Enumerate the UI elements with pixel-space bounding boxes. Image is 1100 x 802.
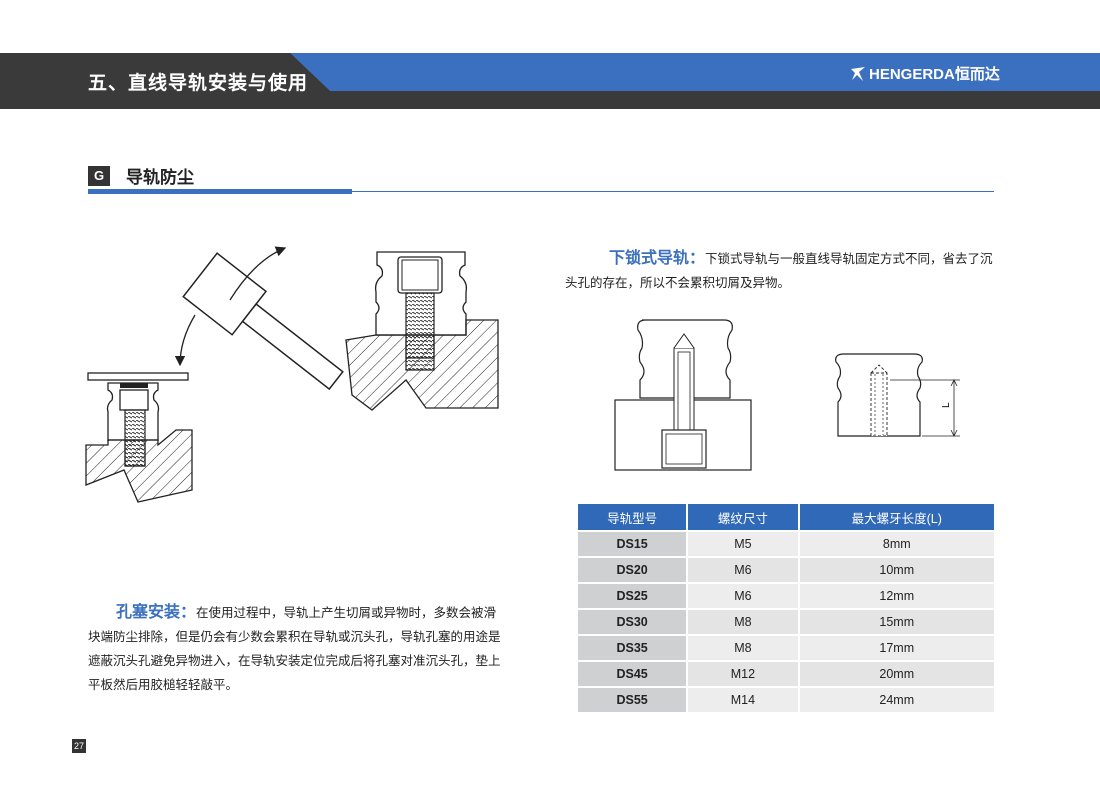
section-rule-accent (88, 189, 352, 194)
cell-length: 20mm (798, 660, 994, 687)
header-title: 五、直线导轨安装与使用 (88, 72, 309, 94)
table-row: DS30 M8 15mm (578, 608, 994, 635)
cell-length: 8mm (798, 530, 994, 557)
cell-length: 15mm (798, 608, 994, 635)
cell-model: DS35 (578, 634, 689, 661)
section-title: 导轨防尘 (126, 168, 194, 188)
cell-model: DS25 (578, 582, 689, 609)
table-header-row: 导轨型号 螺纹尺寸 最大螺牙长度(L) (578, 504, 994, 531)
section-rule (88, 191, 994, 192)
brand-logo: HENGERDA恒而达 (850, 63, 1000, 84)
table-row: DS20 M6 10mm (578, 556, 994, 583)
lower-lock-rail-diagram: L (614, 319, 960, 471)
cell-length: 12mm (798, 582, 994, 609)
cell-thread: M8 (687, 634, 800, 661)
table-row: DS35 M8 17mm (578, 634, 994, 661)
cell-model: DS30 (578, 608, 689, 635)
table-row: DS25 M6 12mm (578, 582, 994, 609)
lower-lock-keyword: 下锁式导轨： (609, 248, 706, 267)
cell-thread: M5 (687, 530, 800, 557)
page-number: 27 (72, 739, 86, 753)
header-blue-band (0, 53, 1100, 91)
dimension-label: L (941, 402, 952, 408)
lower-lock-text: 下锁式导轨与一般直线导轨固定方式不同，省去了沉头孔的存在，所以不会累积切屑及异物… (565, 251, 993, 290)
cell-thread: M6 (687, 582, 800, 609)
cell-model: DS15 (578, 530, 689, 557)
header-model: 导轨型号 (578, 504, 689, 531)
plug-paragraph: 孔塞安装：在使用过程中，导轨上产生切屑或异物时，多数会被滑块端防尘排除，但是仍会… (88, 600, 508, 697)
section-badge: G (88, 166, 110, 186)
cell-thread: M14 (687, 686, 800, 712)
plug-text: 在使用过程中，导轨上产生切屑或异物时，多数会被滑块端防尘排除，但是仍会有少数会累… (88, 605, 501, 692)
cell-thread: M12 (687, 660, 800, 687)
cell-thread: M8 (687, 608, 800, 635)
header-thread-size: 螺纹尺寸 (687, 504, 800, 531)
table-row: DS45 M12 20mm (578, 660, 994, 687)
table-row: DS15 M5 8mm (578, 530, 994, 557)
brand-mark-icon (851, 66, 865, 81)
cell-model: DS20 (578, 556, 689, 583)
plug-installation-diagram (85, 246, 499, 503)
cell-length: 24mm (798, 686, 994, 712)
cell-length: 10mm (798, 556, 994, 583)
thread-length-table: 导轨型号 螺纹尺寸 最大螺牙长度(L) DS15 M5 8mm DS20 M6 … (578, 504, 994, 712)
header-max-length: 最大螺牙长度(L) (798, 504, 994, 531)
cell-length: 17mm (798, 634, 994, 661)
logo-text: HENGERDA恒而达 (869, 66, 1000, 83)
cell-model: DS55 (578, 686, 689, 712)
cell-model: DS45 (578, 660, 689, 687)
plug-keyword: 孔塞安装： (116, 602, 197, 621)
cell-thread: M6 (687, 556, 800, 583)
table-row: DS55 M14 24mm (578, 686, 994, 712)
lower-lock-paragraph: 下锁式导轨：下锁式导轨与一般直线导轨固定方式不同，省去了沉头孔的存在，所以不会累… (565, 246, 995, 295)
